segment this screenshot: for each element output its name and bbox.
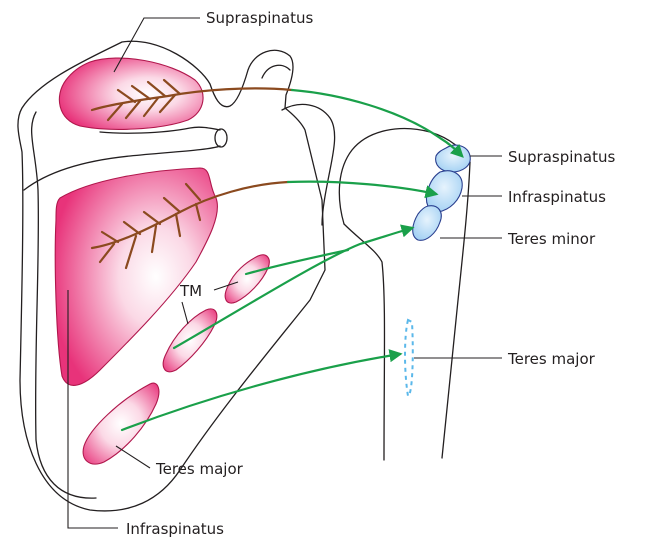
teres-minor-origin-lower bbox=[163, 309, 217, 372]
teres-minor-insertion bbox=[413, 206, 442, 241]
label-supraspinatus-origin: Supraspinatus bbox=[206, 9, 313, 27]
humerus-medial-shaft bbox=[344, 224, 385, 460]
supraspinatus-insertion bbox=[436, 145, 471, 172]
label-infraspinatus-origin: Infraspinatus bbox=[126, 520, 224, 538]
arrow-supraspinatus bbox=[292, 90, 462, 156]
label-supraspinatus-insertion: Supraspinatus bbox=[508, 148, 615, 166]
teres-major-insertion-dashed bbox=[405, 320, 413, 396]
glenoid-neck bbox=[282, 104, 335, 225]
teres-major-origin-area bbox=[83, 383, 159, 464]
label-tm: TM bbox=[179, 282, 202, 300]
coracoid-curve bbox=[262, 65, 290, 78]
acromion-tip bbox=[215, 129, 227, 147]
label-teres-minor-insertion: Teres minor bbox=[507, 230, 596, 248]
label-teres-major-insertion: Teres major bbox=[507, 350, 596, 368]
leader-tm-lower bbox=[182, 302, 188, 324]
leader-teres-major-origin bbox=[116, 446, 150, 468]
label-infraspinatus-insertion: Infraspinatus bbox=[508, 188, 606, 206]
arrow-infraspinatus bbox=[288, 182, 436, 194]
label-teres-major-origin: Teres major bbox=[155, 460, 244, 478]
